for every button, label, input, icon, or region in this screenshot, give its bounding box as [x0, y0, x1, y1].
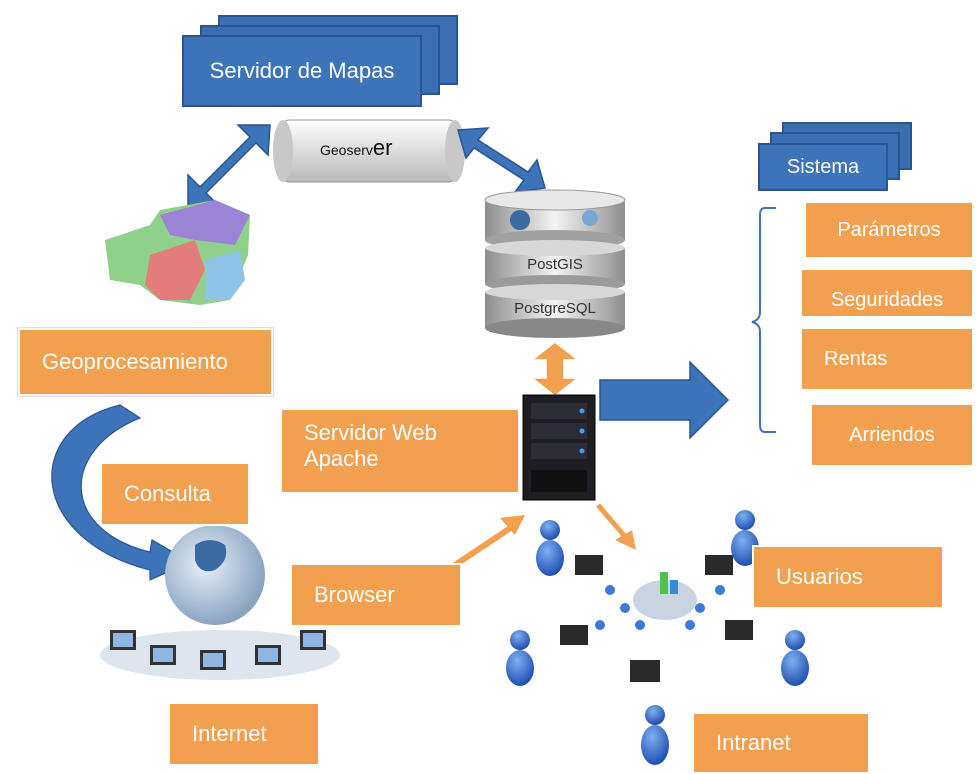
server-tower — [522, 394, 596, 501]
consulta-label: Consulta — [124, 481, 211, 506]
arrow-geoserver-map — [187, 124, 271, 206]
internet-globe — [100, 525, 340, 680]
postgis-label: PostGIS — [527, 256, 583, 273]
postgresql-label: PostgreSQL — [514, 300, 596, 317]
sistema-item-label: Seguridades — [830, 289, 944, 311]
internet-box: Internet — [168, 702, 320, 766]
sistema-item-seguridades: Seguridades — [800, 268, 974, 318]
arrow-geoserver-db — [457, 127, 546, 193]
sistema-item-label: Arriendos — [849, 423, 935, 446]
servidor-web-line1: Servidor Web — [304, 420, 437, 445]
geoprocesamiento-box: Geoprocesamiento — [18, 328, 273, 396]
browser-label: Browser — [314, 582, 395, 607]
servidor-web-line2: Apache — [304, 446, 379, 471]
intranet-box: Intranet — [692, 712, 870, 774]
servidor-mapas-box: Servidor de Mapas — [182, 35, 422, 107]
sistema-item-arriendos: Arriendos — [810, 403, 974, 467]
map-image — [105, 200, 250, 305]
usuarios-label: Usuarios — [776, 564, 863, 589]
consulta-box: Consulta — [100, 462, 250, 526]
sistema-bracket — [751, 207, 776, 433]
database-stack — [484, 189, 626, 338]
sistema-item-rentas: Rentas — [800, 327, 974, 391]
geoserver-label-part1: Geoserv — [320, 142, 373, 158]
geoserver-label-part2: er — [372, 135, 393, 160]
intranet-network — [506, 510, 809, 765]
arrow-db-server — [529, 341, 581, 397]
geoserver-label: Geoserver — [320, 135, 392, 161]
geoprocesamiento-label: Geoprocesamiento — [42, 349, 228, 374]
servidor-web-box: Servidor Web Apache — [280, 408, 520, 494]
sistema-item-label: Rentas — [824, 347, 888, 370]
sistema-box: Sistema — [758, 143, 888, 191]
servidor-mapas-label: Servidor de Mapas — [209, 58, 395, 83]
browser-box: Browser — [290, 563, 462, 627]
sistema-title: Sistema — [786, 155, 860, 178]
intranet-label: Intranet — [716, 730, 791, 755]
sistema-item-parametros: Parámetros — [804, 201, 974, 259]
sistema-item-label: Parámetros — [837, 218, 941, 241]
arrow-server-sistema — [599, 360, 730, 440]
internet-label: Internet — [192, 721, 267, 746]
arrow-server-intranet — [596, 503, 636, 550]
usuarios-box: Usuarios — [752, 545, 944, 609]
